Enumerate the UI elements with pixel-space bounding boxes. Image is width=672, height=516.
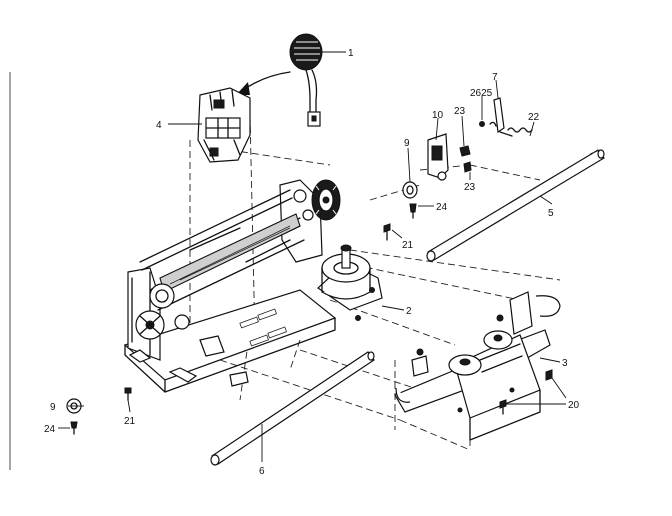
print-head-part-4 [197, 87, 251, 163]
bushing-part-9-upper [402, 181, 418, 199]
callout-4: 4 [156, 120, 162, 131]
callout-2: 2 [406, 306, 412, 317]
lever-part-7 [493, 97, 513, 137]
screw-part-21-lower [124, 387, 132, 401]
arrow-head [236, 82, 250, 95]
callout-21-upper: 21 [402, 240, 414, 251]
callout-20: 20 [568, 400, 580, 411]
callout-10: 10 [432, 110, 444, 121]
screws-part-20 [499, 369, 553, 415]
callout-23-lower: 23 [464, 182, 476, 193]
printer-frame [123, 179, 341, 393]
callout-23-upper: 23 [454, 106, 466, 117]
side-plate-part-3 [394, 291, 561, 441]
motor-part-1 [289, 33, 323, 127]
callout-3: 3 [562, 358, 568, 369]
clip-part-23-upper [459, 145, 471, 157]
callout-7: 7 [492, 72, 498, 83]
callout-labels: 1 4 7 2625 23 10 22 9 23 24 5 21 2 3 20 … [44, 48, 580, 477]
clip-part-23-lower [463, 161, 472, 173]
callout-24-lower: 24 [44, 424, 56, 435]
callout-2625: 2625 [470, 88, 493, 99]
callout-1: 1 [348, 48, 354, 59]
screw-part-24-upper [409, 203, 417, 219]
stepper-motor-part-2 [317, 244, 383, 321]
screw-part-24-lower [70, 421, 78, 435]
shaft-part-6 [210, 351, 375, 466]
callout-9-upper: 9 [404, 138, 410, 149]
screw-part-21-upper [383, 223, 391, 241]
callout-22: 22 [528, 112, 540, 123]
callout-24-upper: 24 [436, 202, 448, 213]
spring-part-22 [507, 127, 533, 133]
callout-9-lower: 9 [50, 402, 56, 413]
bracket-part-10 [427, 133, 449, 181]
leader-lines [58, 51, 567, 462]
callout-5: 5 [548, 208, 554, 219]
callout-6: 6 [259, 466, 265, 477]
callout-21-lower: 21 [124, 416, 136, 427]
washer-parts-26-25 [479, 121, 497, 127]
shaft-part-5 [426, 149, 605, 262]
